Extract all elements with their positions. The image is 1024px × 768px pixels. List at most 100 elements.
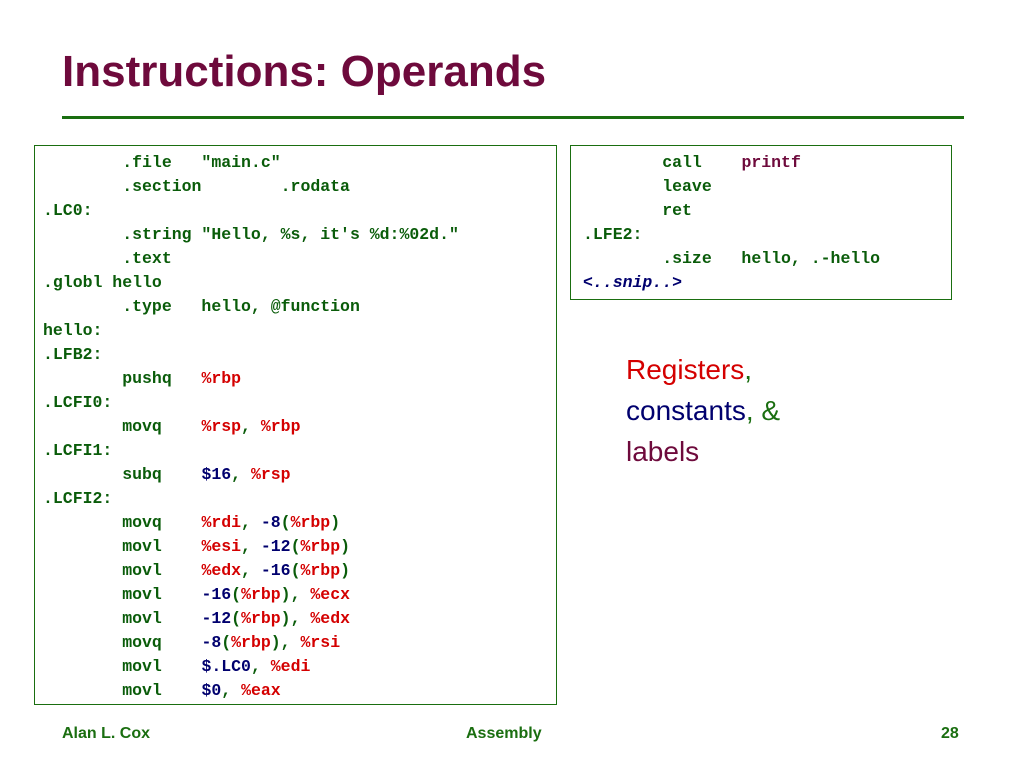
code-text: movl <box>43 561 202 580</box>
constant-operand: $.LC0 <box>201 657 251 676</box>
code-line: movq %rsp, %rbp <box>43 415 556 439</box>
code-text: .text <box>43 249 172 268</box>
code-line: .LCFI1: <box>43 439 556 463</box>
legend-comma: , <box>745 395 754 426</box>
code-line: call printf <box>583 151 951 175</box>
code-text: movq <box>43 633 202 652</box>
code-line: <..snip..> <box>583 271 951 295</box>
register-operand: %edi <box>270 657 311 676</box>
constant-operand: -16 <box>260 561 291 580</box>
code-text: .globl hello <box>43 273 162 292</box>
code-text: hello: <box>43 321 103 340</box>
constant-operand: -12 <box>260 537 291 556</box>
footer-page-number: 28 <box>941 725 959 742</box>
code-text: movl <box>43 657 202 676</box>
code-line: .LCFI2: <box>43 487 556 511</box>
code-line: .globl hello <box>43 271 556 295</box>
legend-labels: labels <box>626 436 700 467</box>
code-text: leave <box>583 177 712 196</box>
register-operand: %rbp <box>260 417 301 436</box>
code-listing-right: call printf leave ret .LFE2: .size hello,… <box>570 145 952 300</box>
register-operand: %esi <box>201 537 242 556</box>
code-line: .string "Hello, %s, it's %d:%02d." <box>43 223 556 247</box>
snip-marker: <..snip..> <box>583 273 683 292</box>
code-text: .LCFI0: <box>43 393 113 412</box>
label-operand: printf <box>741 153 801 172</box>
code-text: ( <box>280 513 291 532</box>
register-operand: %rbp <box>231 633 271 652</box>
code-text: ( <box>290 537 301 556</box>
code-line: movq -8(%rbp), %rsi <box>43 631 556 655</box>
code-text: .LFB2: <box>43 345 103 364</box>
code-line: movl -12(%rbp), %edx <box>43 607 556 631</box>
footer-author: Alan L. Cox <box>62 725 151 742</box>
code-text: movl <box>43 537 202 556</box>
constant-operand: -12 <box>201 609 232 628</box>
code-text: ), <box>280 609 311 628</box>
code-text: subq <box>43 465 202 484</box>
code-line: .file "main.c" <box>43 151 556 175</box>
code-text: , <box>241 537 261 556</box>
code-text: movq <box>43 417 202 436</box>
register-operand: %ecx <box>310 585 350 604</box>
register-operand: %rdi <box>201 513 242 532</box>
code-line: movl -16(%rbp), %ecx <box>43 583 556 607</box>
code-text: .size hello, .-hello <box>583 249 881 268</box>
code-text: .LCFI2: <box>43 489 113 508</box>
code-text: , <box>250 657 271 676</box>
code-text: ) <box>330 513 341 532</box>
code-line: .LFE2: <box>583 223 951 247</box>
code-text: , <box>241 561 261 580</box>
code-text: ret <box>583 201 692 220</box>
constant-operand: $0 <box>201 681 222 700</box>
code-text: .file "main.c" <box>43 153 281 172</box>
code-line: .section .rodata <box>43 175 556 199</box>
code-text: , <box>221 681 242 700</box>
code-text: , <box>231 465 251 484</box>
code-text: ( <box>221 633 232 652</box>
code-text: .LCFI1: <box>43 441 113 460</box>
code-line: .LC0: <box>43 199 556 223</box>
legend-constants: constants <box>626 395 746 426</box>
code-line: .size hello, .-hello <box>583 247 951 271</box>
code-text: .type hello, @function <box>43 297 360 316</box>
code-line: .type hello, @function <box>43 295 556 319</box>
code-text: movl <box>43 585 202 604</box>
code-text: .section .rodata <box>43 177 350 196</box>
constant-operand: -8 <box>201 633 222 652</box>
code-text: ) <box>340 537 350 556</box>
code-line: movq %rdi, -8(%rbp) <box>43 511 556 535</box>
code-text: movq <box>43 513 202 532</box>
code-text: pushq <box>43 369 202 388</box>
register-operand: %rbp <box>241 585 281 604</box>
constant-operand: $16 <box>201 465 232 484</box>
code-line: movl $.LC0, %edi <box>43 655 556 679</box>
register-operand: %rsi <box>300 633 341 652</box>
code-line: hello: <box>43 319 556 343</box>
register-operand: %rbp <box>300 561 341 580</box>
legend-registers: Registers <box>626 354 745 385</box>
code-text: ( <box>231 585 242 604</box>
code-listing-left: .file "main.c" .section .rodata .LC0: .st… <box>34 145 557 705</box>
register-operand: %edx <box>201 561 242 580</box>
register-operand: %rsp <box>201 417 242 436</box>
code-text: , <box>241 513 261 532</box>
code-text: movl <box>43 609 202 628</box>
code-text: ) <box>340 561 350 580</box>
code-text: call <box>583 153 742 172</box>
code-line: leave <box>583 175 951 199</box>
code-line: ret <box>583 199 951 223</box>
code-text: .string "Hello, %s, it's %d:%02d." <box>43 225 459 244</box>
code-line: movl %esi, -12(%rbp) <box>43 535 556 559</box>
code-text: ), <box>270 633 301 652</box>
register-operand: %edx <box>310 609 350 628</box>
register-operand: %eax <box>241 681 281 700</box>
code-text: , <box>241 417 261 436</box>
code-line: movl %edx, -16(%rbp) <box>43 559 556 583</box>
code-line: .text <box>43 247 556 271</box>
slide-title: Instructions: Operands <box>62 47 547 96</box>
code-text: movl <box>43 681 202 700</box>
register-operand: %rbp <box>241 609 281 628</box>
constant-operand: -8 <box>260 513 281 532</box>
code-line: pushq %rbp <box>43 367 556 391</box>
